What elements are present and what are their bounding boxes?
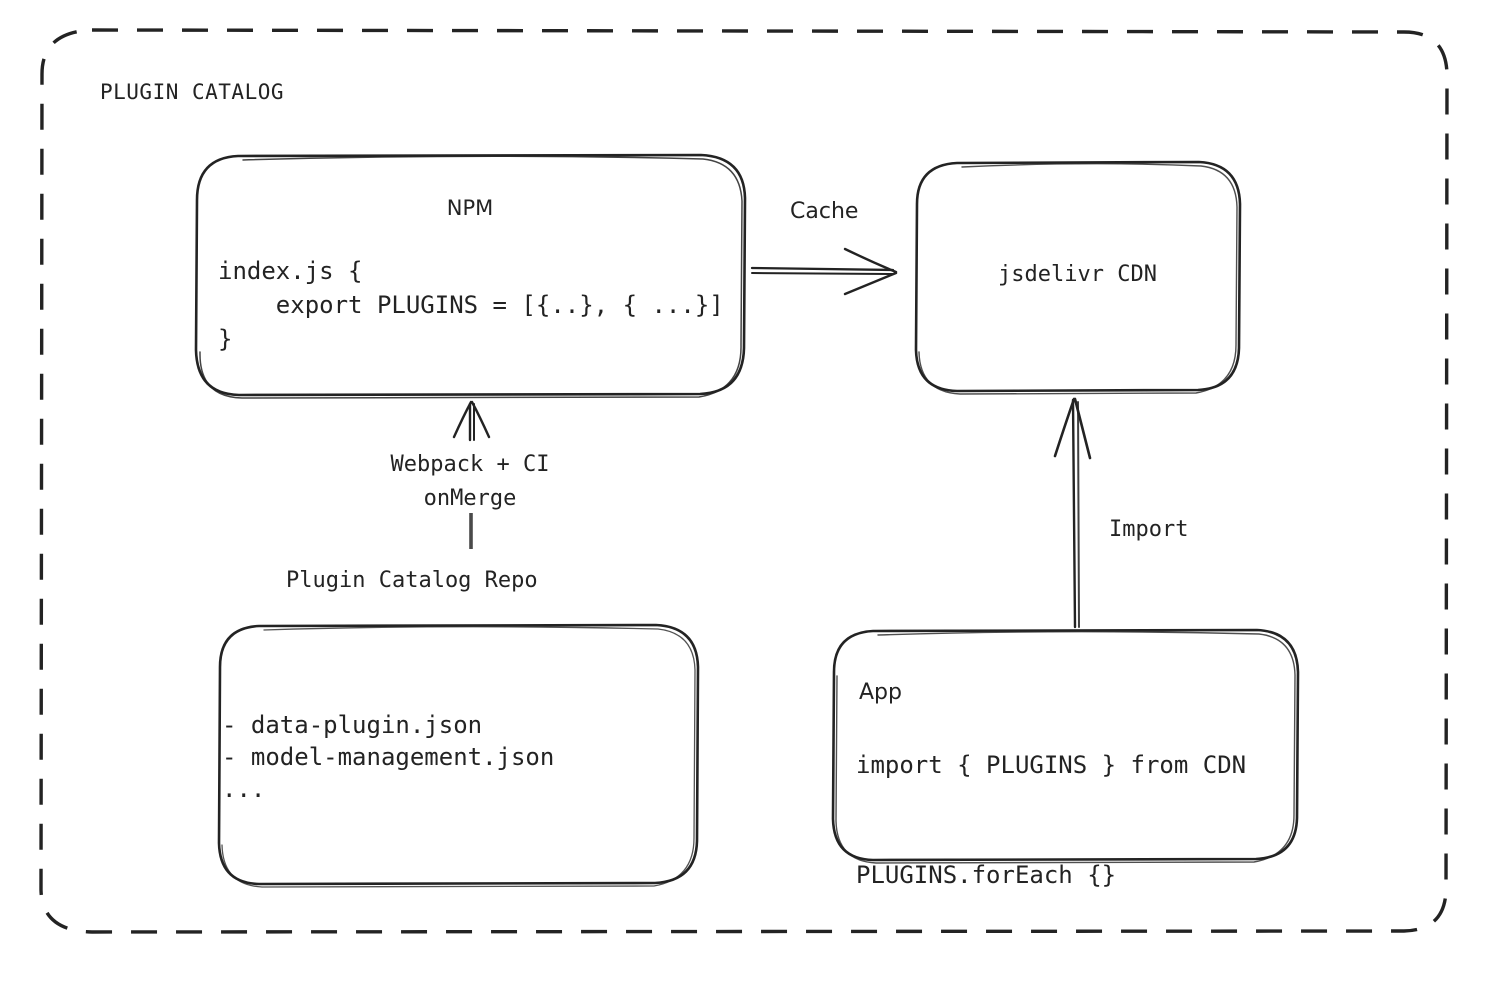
repo-node-code: - data-plugin.json - model-management.js… [222, 711, 555, 803]
edge-label-import: Import [1109, 517, 1189, 542]
group-title: PLUGIN CATALOG [100, 80, 285, 104]
arrow-npm-to-cdn [750, 247, 898, 296]
npm-node-code: index.js { export PLUGINS = [{..}, { ...… [218, 257, 724, 353]
edge-label-cache: Cache [790, 199, 859, 224]
arrow-app-to-cdn [1053, 397, 1092, 629]
app-node-title: App [859, 680, 902, 705]
app-node-code: import { PLUGINS } from CDN PLUGINS.forE… [856, 751, 1247, 889]
repo-node-label: Plugin Catalog Repo [286, 568, 538, 593]
cdn-node-title: jsdelivr CDN [998, 262, 1157, 287]
npm-node-title: NPM [446, 196, 494, 220]
edge-label-webpack-ci: Webpack + CI onMerge [390, 452, 550, 511]
